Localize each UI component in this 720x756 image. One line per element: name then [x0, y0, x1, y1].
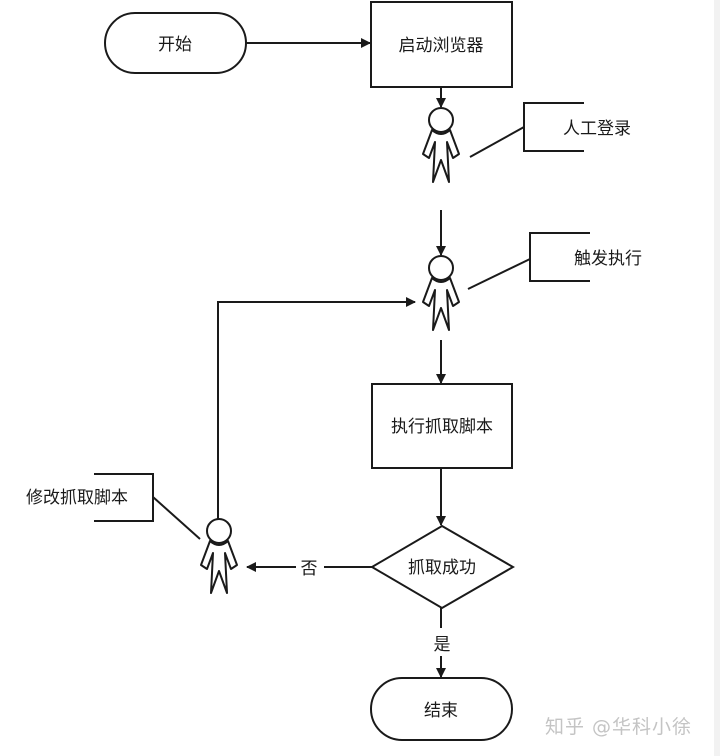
node-end: 结束	[370, 677, 513, 741]
annotation-connector-login	[469, 126, 525, 158]
process-launch-browser	[370, 1, 513, 88]
edge-label-bg-no	[296, 556, 324, 578]
annotation-login: 人工登录	[563, 119, 631, 139]
actor-icon	[422, 107, 460, 183]
annotation-bracket-modify	[94, 473, 154, 522]
label-end: 结束	[424, 701, 458, 721]
edge-modify-loop-to-trigger	[217, 297, 416, 519]
node-check-success: 抓取成功	[370, 524, 515, 610]
edge-label-yes: 是	[434, 635, 451, 655]
actor-login: 人工登录	[422, 107, 631, 183]
actor-modify: 修改抓取脚本	[26, 488, 238, 594]
label-check-success: 抓取成功	[408, 558, 476, 578]
annotation-connector-modify	[152, 496, 201, 540]
label-launch-browser: 启动浏览器	[399, 36, 484, 56]
annotation-bracket-trigger	[529, 232, 590, 282]
decision-check-success	[370, 524, 515, 610]
label-start: 开始	[158, 35, 192, 55]
edge-label-no: 否	[301, 559, 318, 579]
actor-trigger: 触发执行	[422, 249, 642, 331]
watermark: 知乎 @华科小徐	[545, 716, 693, 738]
terminator-end	[370, 677, 513, 741]
annotation-bracket-login	[523, 102, 584, 152]
node-launch-browser: 启动浏览器	[370, 1, 513, 88]
node-run-script: 执行抓取脚本	[371, 383, 513, 469]
process-run-script	[371, 383, 513, 469]
actor-icon	[200, 518, 238, 594]
right-edge-strip	[714, 0, 720, 756]
terminator-start	[104, 12, 247, 74]
annotation-connector-trigger	[467, 258, 531, 290]
actor-icon	[422, 255, 460, 331]
annotation-trigger: 触发执行	[574, 249, 642, 269]
edges	[94, 38, 590, 678]
label-run-script: 执行抓取脚本	[391, 417, 493, 437]
annotation-modify: 修改抓取脚本	[26, 488, 128, 508]
node-start: 开始	[104, 12, 247, 74]
